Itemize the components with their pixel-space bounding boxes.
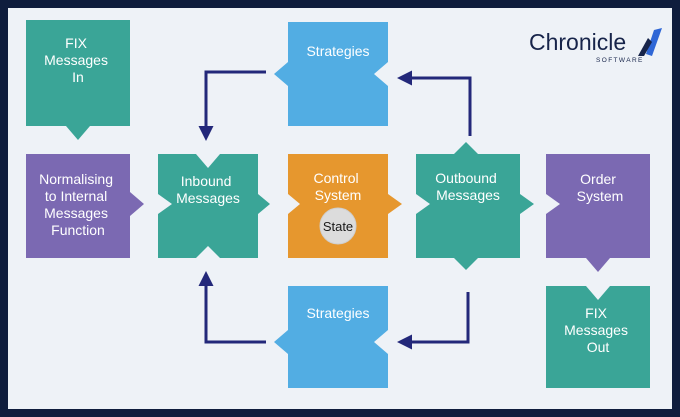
control-line-2: System	[315, 187, 362, 203]
svg-text:Order System: Order System	[577, 171, 624, 204]
order-line-1: Order	[580, 171, 616, 187]
fix-in-line-2: Messages	[44, 52, 108, 68]
svg-text:FIX Messages Out: FIX Messages Out	[564, 305, 632, 355]
outbound-line-2: Messages	[436, 187, 500, 203]
normalising-shape	[26, 154, 144, 258]
diagram-canvas: Chronicle SOFTWARE FIX Messages In Norma…	[8, 8, 672, 409]
fix-out-line-3: Out	[587, 339, 610, 355]
node-normalising: Normalising to Internal Messages Functio…	[26, 154, 144, 258]
arrow-strategies-to-inbound-bottom	[198, 271, 266, 344]
fix-out-shape	[546, 286, 650, 388]
control-line-1: Control	[313, 170, 358, 186]
node-outbound-messages: Outbound Messages	[416, 142, 534, 270]
svg-text:Inbound Messages: Inbound Messages	[176, 173, 240, 206]
arrow-strategies-to-inbound	[198, 70, 266, 141]
strategies-top-shape	[274, 22, 388, 126]
flow-diagram: Chronicle SOFTWARE FIX Messages In Norma…	[26, 20, 662, 388]
inbound-line-2: Messages	[176, 190, 240, 206]
node-inbound-messages: Inbound Messages	[158, 154, 270, 258]
order-line-2: System	[577, 188, 624, 204]
state-circle	[319, 207, 357, 245]
svg-text:FIX Messages In: FIX Messages In	[44, 35, 112, 85]
strategies-bottom-shape	[274, 286, 388, 388]
fix-in-shape	[26, 20, 130, 140]
logo-mark-accent-icon	[638, 38, 652, 56]
node-strategies-bottom: Strategies	[274, 286, 388, 388]
svg-text:Control System: Control System	[313, 170, 362, 203]
fix-out-line-1: FIX	[585, 305, 607, 321]
svg-text:Outbound Messages: Outbound Messages	[435, 170, 500, 203]
strategies-top-label: Strategies	[306, 43, 369, 59]
fix-in-line-3: In	[72, 69, 84, 85]
logo-mark-icon	[646, 28, 662, 56]
state-label: State	[323, 219, 353, 234]
inbound-shape	[158, 154, 270, 258]
chronicle-logo: Chronicle SOFTWARE	[529, 28, 662, 64]
normalising-line-2: to Internal	[45, 188, 107, 204]
outbound-line-1: Outbound	[435, 170, 497, 186]
svg-text:Normalising to Internal: Normalising to Internal Messages Functio…	[39, 171, 117, 238]
node-control-system: Control System State	[288, 154, 402, 258]
arrow-outbound-to-strategies	[397, 70, 472, 136]
node-order-system: Order System	[546, 154, 650, 272]
outbound-shape	[416, 142, 534, 270]
strategies-bottom-label: Strategies	[306, 305, 369, 321]
logo-sub: SOFTWARE	[596, 57, 644, 64]
control-shape	[288, 154, 402, 258]
normalising-line-4: Function	[51, 222, 105, 238]
order-shape	[546, 154, 650, 272]
arrow-outbound-to-strategies-bottom	[397, 292, 470, 350]
logo-name: Chronicle	[529, 29, 626, 55]
inbound-line-1: Inbound	[181, 173, 232, 189]
fix-out-line-2: Messages	[564, 322, 628, 338]
normalising-line-3: Messages	[44, 205, 108, 221]
node-fix-messages-out: FIX Messages Out	[546, 286, 650, 388]
node-strategies-top: Strategies	[274, 22, 388, 126]
fix-in-line-1: FIX	[65, 35, 87, 51]
node-fix-messages-in: FIX Messages In	[26, 20, 130, 140]
normalising-line-1: Normalising	[39, 171, 113, 187]
